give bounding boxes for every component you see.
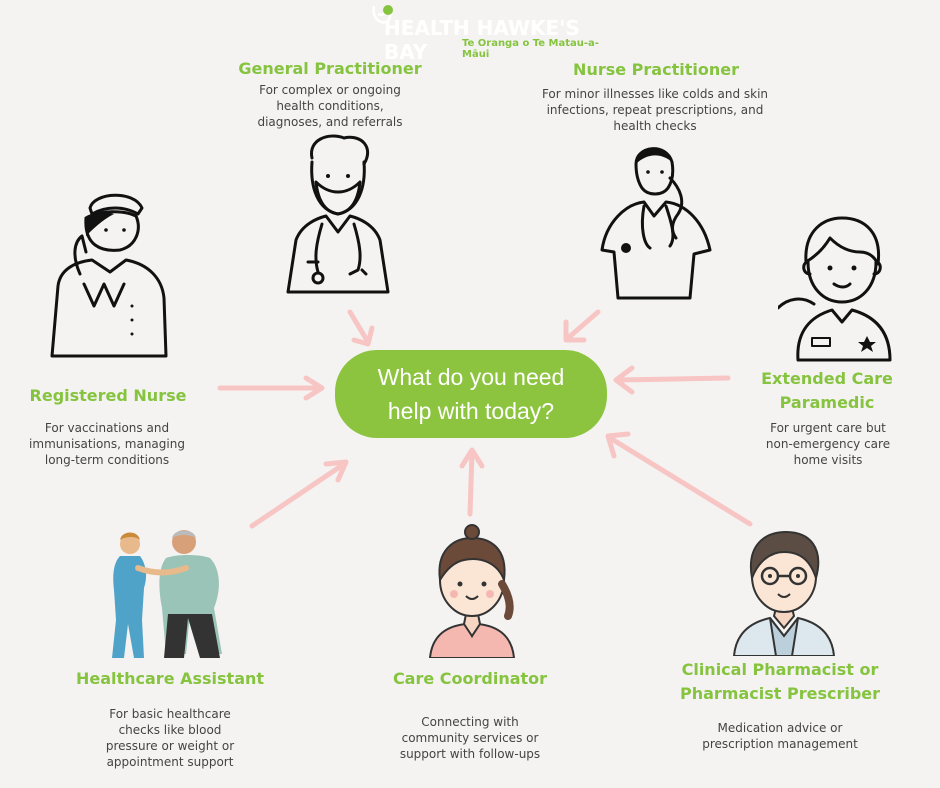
center-line-1: What do you need	[377, 364, 565, 390]
paramedic-illustration	[778, 216, 892, 362]
gp-title: General Practitioner	[238, 59, 422, 78]
center-line-2: help with today?	[387, 398, 555, 424]
arrow-rn	[217, 375, 325, 401]
healthcare-assistant-illustration	[112, 530, 222, 658]
arrow-gp	[347, 309, 375, 347]
logo: HEALTH HAWKE'S BAY Te Oranga o Te Matau-…	[370, 2, 610, 64]
arrow-cc	[459, 447, 485, 517]
leaf-icon	[372, 5, 393, 24]
arrow-np	[563, 309, 601, 343]
ha-title: Healthcare Assistant	[75, 669, 265, 688]
pharmacist-illustration	[732, 530, 836, 656]
center-question: What do you need help with today?	[335, 350, 607, 438]
np-title: Nurse Practitioner	[573, 60, 739, 79]
arrow-cp	[605, 431, 753, 527]
care-coordinator-illustration	[428, 524, 516, 658]
rn-title: Registered Nurse	[29, 386, 187, 405]
nurse-practitioner-illustration	[600, 147, 712, 300]
cc-title: Care Coordinator	[392, 669, 548, 688]
logo-title: HEALTH HAWKE'S BAY	[384, 16, 580, 64]
arrow-ha	[249, 459, 349, 529]
general-practitioner-illustration	[286, 134, 390, 294]
logo-subtitle: Te Oranga o Te Matau-a-Māui	[462, 38, 599, 60]
registered-nurse-illustration	[50, 193, 168, 358]
arrow-ecp	[613, 365, 731, 395]
